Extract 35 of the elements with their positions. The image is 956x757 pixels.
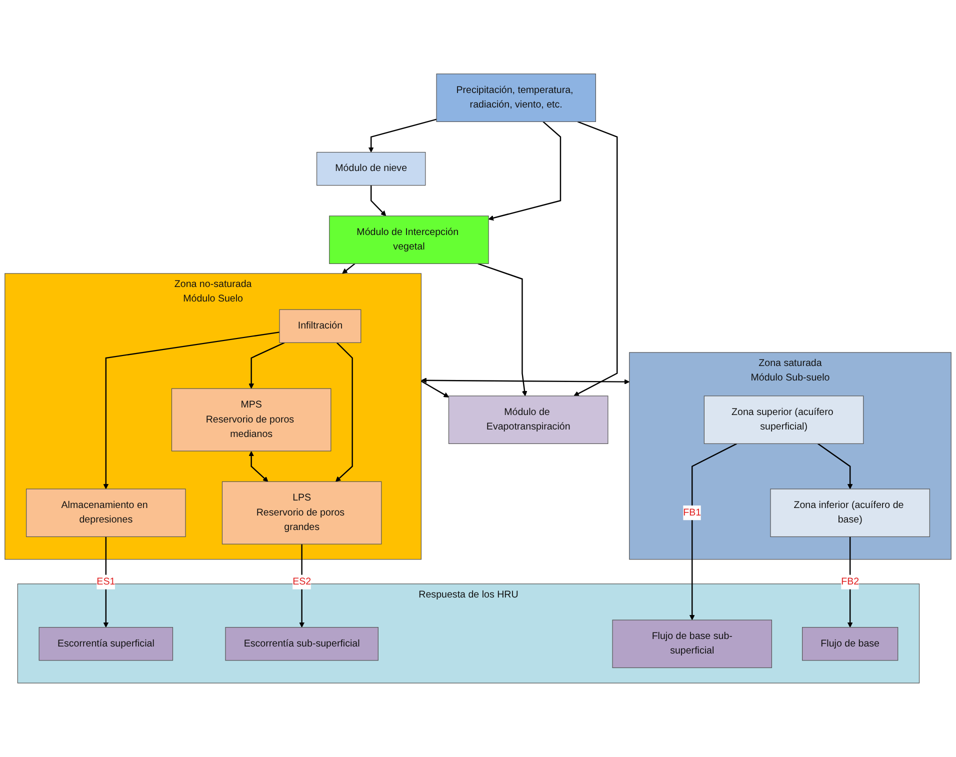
node-box: Módulo de Evapotranspiración — [448, 396, 608, 444]
node-box: Zona inferior (acuífero de base) — [770, 488, 930, 538]
node-box: Almacenamiento en depresiones — [26, 488, 186, 538]
arrow — [342, 263, 356, 274]
arrow — [103, 536, 109, 628]
node-box: Escorrentía superficial — [38, 627, 174, 661]
arrow — [421, 378, 630, 384]
edge-label: FB1 — [683, 507, 702, 518]
arrow — [817, 443, 853, 490]
node-box: Flujo de base — [802, 627, 898, 661]
arrow — [689, 443, 738, 620]
edge-label: ES2 — [292, 576, 312, 587]
node-box: Precipitación, temperatura, radiación, viento, etc. — [436, 74, 596, 122]
node-box: Zona superior (acuífero superficial) — [704, 396, 864, 444]
arrow — [248, 342, 285, 389]
arrow — [368, 118, 437, 153]
arrow — [103, 332, 280, 490]
node-box: LPS Reservorio de poros grandes — [222, 481, 382, 544]
node-box: Módulo de nieve — [316, 152, 426, 186]
arrow — [488, 121, 562, 221]
node-box: Flujo de base sub-superficial — [612, 620, 772, 668]
arrow — [335, 342, 353, 482]
arrow — [248, 451, 268, 482]
arrow — [420, 380, 449, 398]
edge-label: ES1 — [96, 576, 116, 587]
arrow — [478, 263, 528, 396]
node-box: Módulo de Intercepción vegetal — [329, 216, 489, 264]
node-box: Infiltración — [279, 309, 362, 343]
node-box: MPS Reservorio de poros medianos — [171, 388, 332, 452]
arrow — [574, 121, 618, 396]
edge-label: FB2 — [841, 576, 860, 587]
arrow — [847, 536, 853, 628]
arrow — [370, 185, 386, 216]
arrow — [299, 544, 305, 628]
node-box: Escorrentía sub-superficial — [225, 627, 378, 661]
